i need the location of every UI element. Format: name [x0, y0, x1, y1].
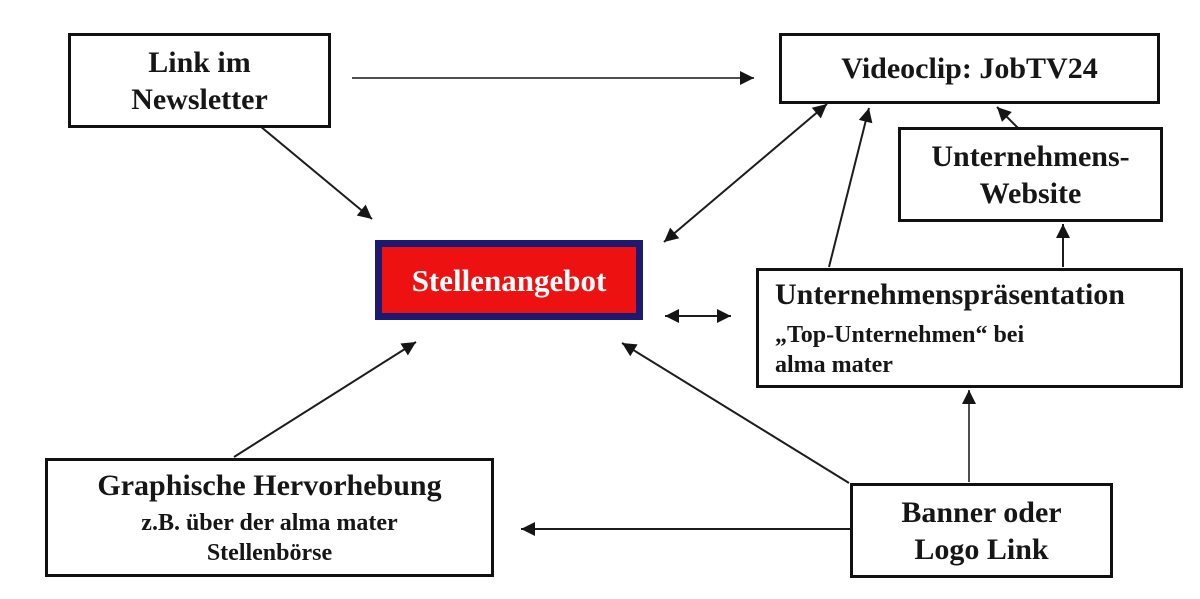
node-label-line: Logo Link — [914, 532, 1049, 566]
node-unternehmenspraesentation: Unternehmenspräsentation „Top-Unternehme… — [756, 268, 1183, 388]
node-title: Graphische Hervorhebung — [97, 469, 442, 502]
arrow-newsletter-to-stellenangebot — [259, 125, 373, 220]
node-subtitle-line: „Top-Unternehmen“ bei — [775, 322, 1025, 348]
arrow-hervorhebung-to-stellenangebot — [233, 341, 417, 458]
node-label-line: Link im — [148, 45, 251, 79]
node-link-im-newsletter: Link im Newsletter — [68, 33, 331, 128]
node-label-line: Unternehmens- — [931, 139, 1130, 173]
node-label-line: Website — [979, 176, 1082, 210]
node-unternehmens-website: Unternehmens- Website — [898, 127, 1163, 222]
arrow-videoclip-stellenangebot-bidirectional — [663, 103, 828, 243]
node-banner-oder-logo-link: Banner oder Logo Link — [850, 483, 1113, 578]
node-subtitle-line: Stellenbörse — [206, 540, 333, 566]
arrow-praesentation-to-videoclip — [828, 107, 873, 268]
node-label-line: Banner oder — [901, 495, 1062, 529]
node-label-line: Newsletter — [131, 82, 268, 116]
node-stellenangebot-highlight: Stellenangebot — [375, 240, 643, 320]
node-videoclip-jobtv24: Videoclip: JobTV24 — [779, 33, 1160, 104]
node-label: Stellenangebot — [411, 262, 607, 298]
node-subtitle-line: z.B. über der alma mater — [141, 510, 398, 536]
node-label: Videoclip: JobTV24 — [841, 52, 1098, 85]
node-subtitle-line: alma mater — [775, 352, 893, 378]
arrow-website-to-videoclip — [996, 106, 1019, 129]
node-title: Unternehmenspräsentation — [775, 278, 1125, 311]
arrow-banner-to-stellenangebot — [621, 342, 850, 484]
node-graphische-hervorhebung: Graphische Hervorhebung z.B. über der al… — [45, 458, 494, 577]
